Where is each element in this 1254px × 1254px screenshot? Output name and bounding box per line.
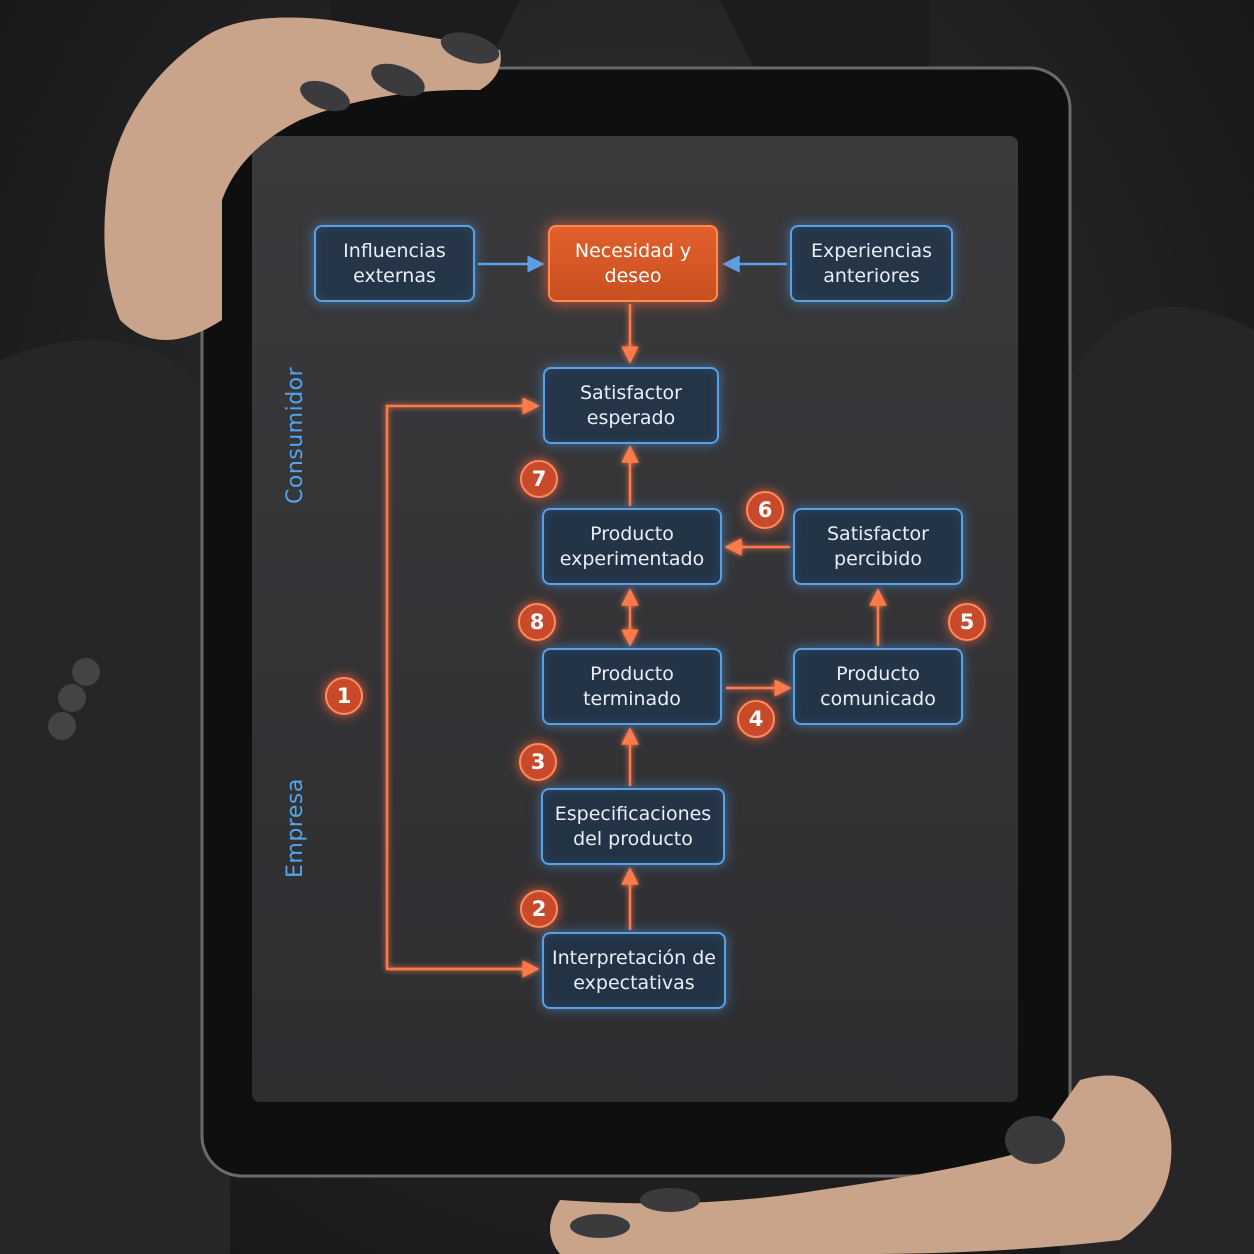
node-necesidad-deseo: Necesidad y deseo bbox=[548, 225, 718, 302]
node-especificaciones-producto: Especificaciones del producto bbox=[541, 788, 725, 865]
step-badge-5: 5 bbox=[948, 603, 986, 641]
node-satisfactor-percibido: Satisfactor percibido bbox=[793, 508, 963, 585]
left-hand bbox=[104, 17, 501, 340]
side-label-empresa: Empresa bbox=[283, 778, 308, 878]
right-hand bbox=[550, 1075, 1172, 1254]
fingernail bbox=[300, 80, 350, 112]
node-producto-comunicado: Producto comunicado bbox=[793, 648, 963, 725]
sleeve-button bbox=[48, 712, 76, 740]
suit-lapel-right bbox=[720, 0, 930, 80]
node-producto-terminado: Producto terminado bbox=[542, 648, 722, 725]
fingernail bbox=[570, 1214, 630, 1238]
step-badge-6: 6 bbox=[746, 491, 784, 529]
step-badge-8: 8 bbox=[518, 603, 556, 641]
step-badge-3: 3 bbox=[519, 743, 557, 781]
sleeve-button bbox=[72, 658, 100, 686]
node-influencias-externas: Influencias externas bbox=[314, 225, 475, 302]
fingernail bbox=[640, 1188, 700, 1212]
step-badge-4: 4 bbox=[737, 700, 775, 738]
step-badge-1: 1 bbox=[325, 677, 363, 715]
suit-body-right bbox=[1060, 306, 1254, 1254]
step-badge-2: 2 bbox=[520, 890, 558, 928]
node-experiencias-anteriores: Experiencias anteriores bbox=[790, 225, 953, 302]
step-badge-7: 7 bbox=[520, 460, 558, 498]
node-producto-experimentado: Producto experimentado bbox=[542, 508, 722, 585]
side-label-consumidor: Consumidor bbox=[283, 366, 308, 504]
thumbnail bbox=[1005, 1116, 1065, 1164]
fingernail bbox=[371, 63, 425, 97]
node-interpretacion-expectativas: Interpretación de expectativas bbox=[542, 932, 726, 1009]
fingernail bbox=[440, 32, 500, 64]
node-satisfactor-esperado: Satisfactor esperado bbox=[543, 367, 719, 444]
suit-body bbox=[0, 340, 230, 1254]
sleeve-button bbox=[58, 684, 86, 712]
